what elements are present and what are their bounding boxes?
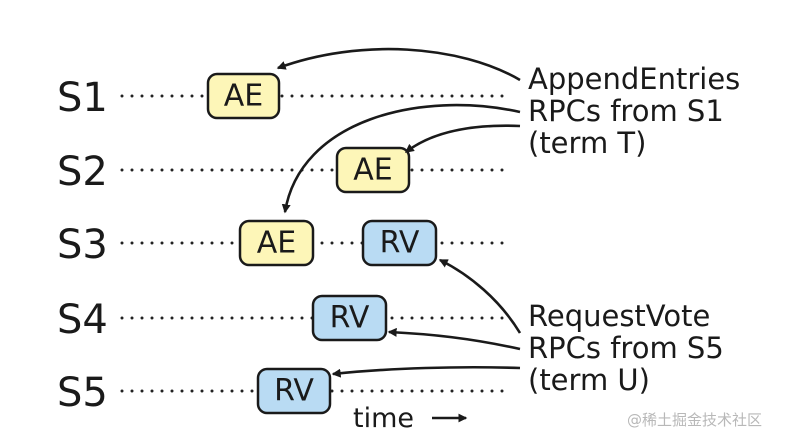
server-label-s2: S2 — [57, 149, 108, 195]
ae-label: AE — [257, 226, 296, 261]
rv-message-s4: RV — [311, 294, 388, 342]
append-caption-line-2: RPCs from S1 — [528, 94, 724, 128]
append-caption-line-3: (term T) — [528, 126, 646, 160]
ae-message-s3: AE — [238, 219, 315, 267]
watermark: @稀土掘金技术社区 — [627, 411, 762, 429]
arrow-rv-to-s5 — [331, 365, 521, 378]
rv-message-s3: RV — [361, 219, 438, 267]
ae-label: AE — [353, 153, 392, 188]
arrow-ae-to-s1 — [276, 47, 521, 82]
ae-message-s2: AE — [335, 146, 411, 194]
append-entries-caption: AppendEntries RPCs from S1 (term T) — [528, 62, 740, 160]
append-caption-line-1: AppendEntries — [528, 62, 740, 96]
server-label-s3: S3 — [57, 222, 108, 268]
ae-label: AE — [224, 79, 263, 114]
rv-label: RV — [330, 301, 370, 336]
arrow-ae-to-s2 — [404, 124, 521, 154]
request-vote-caption: RequestVote RPCs from S5 (term U) — [528, 299, 724, 397]
vote-caption-line-3: (term U) — [528, 363, 650, 397]
time-label: time — [353, 403, 414, 434]
ae-message-s1: AE — [206, 72, 281, 120]
vote-caption-line-2: RPCs from S5 — [528, 331, 724, 365]
rv-label: RV — [380, 226, 420, 261]
time-axis: time — [353, 403, 468, 434]
server-label-s1: S1 — [57, 75, 108, 121]
arrow-rv-to-s3 — [438, 258, 522, 334]
server-label-s5: S5 — [57, 370, 108, 416]
rv-label: RV — [274, 374, 314, 409]
arrow-ae-to-s3 — [281, 103, 521, 214]
server-label-s4: S4 — [57, 297, 108, 343]
arrow-rv-to-s4 — [387, 327, 521, 351]
vote-caption-line-1: RequestVote — [528, 299, 710, 333]
rv-message-s5: RV — [256, 367, 332, 415]
